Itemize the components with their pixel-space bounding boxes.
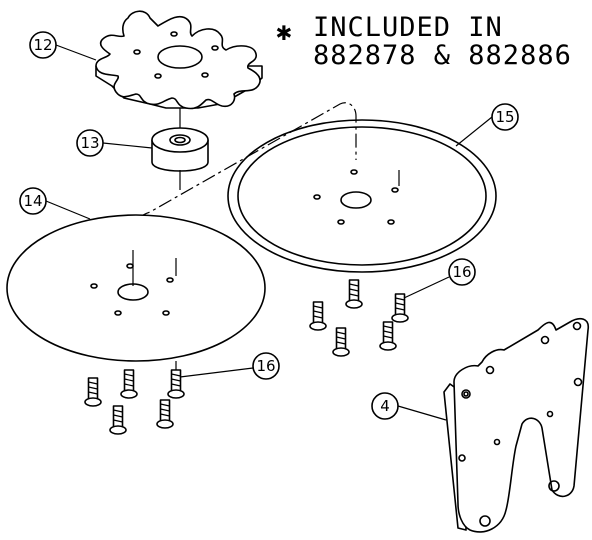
svg-text:14: 14 [23, 192, 42, 210]
disc-bolt-hole [350, 169, 358, 175]
callout-16-lower: 16 [179, 352, 280, 380]
note-line-1: INCLUDED IN [313, 12, 503, 43]
bracket-hole [548, 480, 560, 492]
bushing-part [151, 108, 209, 190]
disc-bolt-hole [337, 219, 345, 225]
sprocket-outline [95, 10, 261, 110]
svg-text:16: 16 [452, 263, 471, 281]
bracket-hole [573, 377, 583, 387]
disc-plate-14 [6, 214, 266, 372]
bolt [109, 405, 127, 435]
svg-text:13: 13 [80, 134, 99, 152]
bracket-hole [546, 410, 554, 418]
sprocket-bolt-hole [170, 31, 178, 37]
bracket-hole [458, 454, 466, 462]
sprocket-bolt-hole [154, 73, 162, 79]
sprocket-bolt-hole [211, 45, 219, 51]
disc-bolt-hole [162, 310, 170, 316]
bushing-bore [169, 134, 191, 146]
svg-text:4: 4 [380, 397, 390, 415]
bolt [120, 369, 138, 399]
gasket-ring-inner [237, 126, 487, 266]
callout-13: 13 [76, 129, 153, 157]
svg-text:12: 12 [33, 36, 52, 54]
bracket-hole [485, 365, 495, 375]
bolt [391, 293, 409, 323]
sprocket-hub-hole [157, 45, 203, 69]
disc-bolt-hole [387, 219, 395, 225]
disc-plate-15 [227, 119, 497, 273]
bolt [332, 327, 350, 357]
bolt [167, 369, 185, 399]
disc-center-hole [340, 191, 372, 209]
bracket-hole [461, 389, 471, 399]
note-asterisk: ✱ [276, 17, 292, 47]
assembly-centerline [132, 102, 357, 268]
callout-12: 12 [29, 31, 97, 61]
bolt [84, 377, 102, 407]
bracket-hole [479, 515, 491, 527]
bolt [156, 399, 174, 429]
note-line-2: 882878 & 882886 [313, 40, 572, 71]
disc-bolt-hole [313, 194, 321, 200]
gasket-ring-outer [227, 119, 497, 273]
callout-16-upper: 16 [403, 258, 476, 299]
callout-15: 15 [455, 103, 519, 147]
bolt [345, 279, 363, 309]
bolt-group-upper [309, 279, 409, 357]
bracket-hole [493, 438, 501, 446]
bracket-hole [540, 335, 550, 345]
sprocket-bolt-hole [201, 72, 209, 78]
bolt-group-lower [84, 369, 185, 435]
bracket-outline [453, 317, 590, 533]
disc-bolt-hole [90, 283, 98, 289]
bolt [309, 301, 327, 331]
bolt [379, 321, 397, 351]
disc-bolt-hole [126, 263, 134, 269]
disc-bolt-hole [114, 310, 122, 316]
callout-14: 14 [19, 187, 91, 220]
svg-text:16: 16 [256, 357, 275, 375]
disc-outline [6, 214, 266, 362]
bracket-hole [572, 321, 582, 331]
callout-4: 4 [371, 392, 447, 421]
mounting-bracket [443, 317, 590, 533]
disc-bolt-hole [166, 277, 174, 283]
included-note: ✱ INCLUDED IN 882878 & 882886 [276, 12, 572, 71]
bushing-top [151, 127, 209, 153]
sprocket-bolt-hole [133, 49, 141, 55]
sprocket-part [95, 10, 263, 110]
svg-text:15: 15 [495, 108, 514, 126]
disc-bolt-hole [391, 187, 399, 193]
